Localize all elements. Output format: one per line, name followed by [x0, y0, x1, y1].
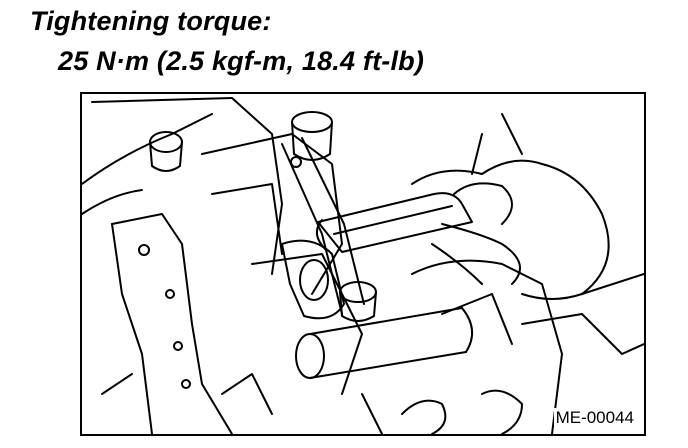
- wrench-on-bolt-illustration: [82, 97, 644, 434]
- torque-spec: 25 N·m (2.5 kgf-m, 18.4 ft-lb): [58, 46, 425, 76]
- technical-illustration: ME-00044: [80, 92, 646, 436]
- figure-code: ME-00044: [553, 408, 636, 428]
- torque-heading: Tightening torque:: [30, 6, 272, 36]
